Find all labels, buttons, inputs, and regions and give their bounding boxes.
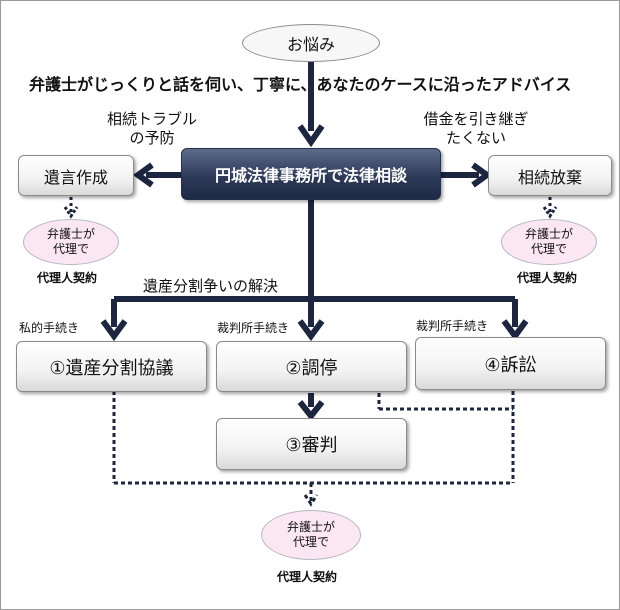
branch-private-head	[100, 319, 128, 342]
inheritance-renunciation-box: 相続放棄	[488, 155, 612, 196]
consultation-label: 円城法律事務所で法律相談	[214, 166, 407, 185]
left-contract-label: 代理人契約	[37, 271, 98, 285]
arrow-top-head	[297, 124, 325, 148]
right-condition-line2: たくない	[445, 129, 506, 147]
advice-banner: 弁護士がじっくりと話を伺い、丁寧に、あなたのケースに沿ったアドバイス	[29, 75, 572, 94]
worry-oval: お悩み	[242, 24, 380, 62]
court-procedure-label-2: 裁判所手続き	[416, 319, 489, 333]
bottom-badge-line1: 弁護士が	[286, 520, 335, 534]
court-procedure-label-1: 裁判所手続き	[217, 321, 290, 335]
bottom-contract-label: 代理人契約	[277, 570, 338, 584]
adjudication-label: ③審判	[285, 435, 338, 456]
left-condition-line1: 相続トラブル	[106, 110, 197, 128]
worry-label: お悩み	[286, 35, 335, 54]
dotted-bottom-head	[303, 494, 319, 507]
inheritance-renunciation-label: 相続放棄	[517, 167, 582, 187]
right-condition: 借金を引き継ぎ たくない	[406, 110, 546, 148]
right-badge-line1: 弁護士が	[524, 227, 573, 241]
left-lawyer-badge: 弁護士が 代理で	[23, 219, 119, 265]
right-condition-line1: 借金を引き継ぎ	[423, 110, 529, 128]
left-condition: 相続トラブル の予防	[97, 110, 207, 148]
private-procedure-label: 私的手続き	[19, 321, 80, 335]
arrow-right-head	[471, 162, 493, 188]
right-badge-line2: 代理で	[530, 242, 567, 256]
will-creation-label: 遺言作成	[43, 167, 108, 187]
left-badge-line2: 代理で	[52, 242, 89, 256]
mediation-label: ②調停	[285, 357, 338, 379]
bottom-badge-line2: 代理で	[292, 535, 329, 549]
mediation-box: ②調停	[216, 341, 407, 392]
consultation-box: 円城法律事務所で法律相談	[181, 148, 441, 200]
right-contract-label: 代理人契約	[517, 271, 578, 285]
lawsuit-box: ④訴訟	[415, 337, 606, 390]
left-badge-line1: 弁護士が	[46, 227, 95, 241]
negotiation-label: ①遺産分割協議	[49, 357, 174, 379]
adjudication-box: ③審判	[216, 418, 407, 470]
branch-mediation-head	[297, 319, 325, 342]
lawsuit-label: ④訴訟	[484, 354, 537, 376]
bottom-lawyer-badge: 弁護士が 代理で	[261, 510, 361, 560]
right-lawyer-badge: 弁護士が 代理で	[501, 219, 597, 265]
will-creation-box: 遺言作成	[18, 155, 134, 196]
branch-lawsuit-head	[501, 319, 529, 342]
dotted-right-head	[542, 206, 558, 219]
estate-division-negotiation-box: ①遺産分割協議	[16, 341, 207, 392]
arrow-left-head	[132, 162, 154, 188]
left-condition-line2: の予防	[129, 129, 175, 147]
mediation-to-adjudication-head	[297, 400, 325, 421]
dotted-left-head	[63, 206, 79, 219]
dispute-label: 遺産分割争いの解決	[143, 277, 279, 295]
